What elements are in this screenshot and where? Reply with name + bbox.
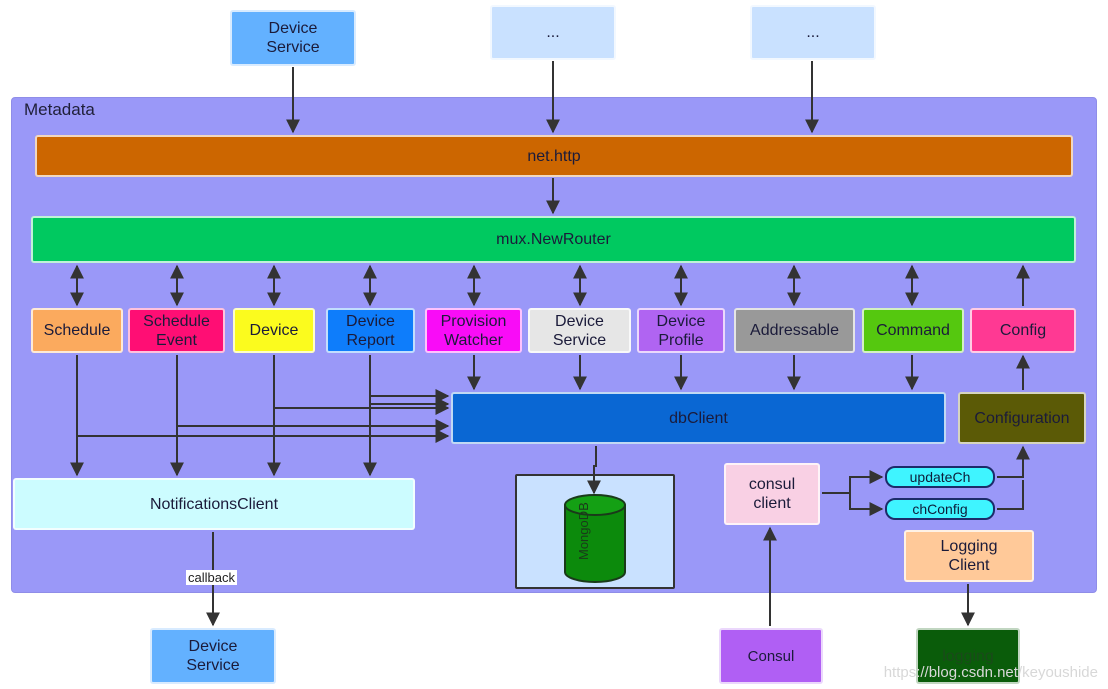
logging-client-box: Logging Client xyxy=(904,530,1034,582)
ch-config-channel: chConfig xyxy=(885,498,995,520)
device-profile-box: Device Profile xyxy=(637,308,725,353)
arrow-ch-config-to-configuration xyxy=(997,480,1024,510)
arrow-consul-client-to-ch-config xyxy=(849,493,884,516)
device-box: Device xyxy=(233,308,315,353)
arrow-db-to-mongodb xyxy=(587,446,601,495)
config-box: Config xyxy=(970,308,1076,353)
watermark: https://blog.csdn.net/keyoushide xyxy=(883,664,1098,681)
schedule-event-box: Schedule Event xyxy=(128,308,225,353)
notifications-client-box: NotificationsClient xyxy=(13,478,415,530)
mongodb-label: MongoDB xyxy=(576,502,591,560)
mongodb-cylinder xyxy=(564,494,626,583)
callback-label: callback xyxy=(186,570,237,585)
consul-box: Consul xyxy=(719,628,823,684)
command-box: Command xyxy=(862,308,964,353)
device-report-box: Device Report xyxy=(326,308,415,353)
device-service-box: Device Service xyxy=(528,308,631,353)
placeholder-box-2: ... xyxy=(750,5,876,60)
arrow-update-ch-to-configuration xyxy=(997,445,1030,478)
arrow-consul-client-to-update-ch xyxy=(822,470,884,494)
provision-watcher-box: Provision Watcher xyxy=(425,308,522,353)
device-service-bottom-box: Device Service xyxy=(150,628,276,684)
addressable-box: Addressable xyxy=(734,308,855,353)
update-ch-channel: updateCh xyxy=(885,466,995,488)
schedule-box: Schedule xyxy=(31,308,123,353)
consul-client-box: consul client xyxy=(724,463,820,525)
db-client-box: dbClient xyxy=(451,392,946,444)
device-service-top-box: Device Service xyxy=(230,10,356,66)
mux-router-bar: mux.NewRouter xyxy=(31,216,1076,263)
configuration-box: Configuration xyxy=(958,392,1086,444)
metadata-title: Metadata xyxy=(24,100,95,119)
net-http-bar: net.http xyxy=(35,135,1073,177)
logging-box: logging xyxy=(916,628,1020,684)
placeholder-box-1: ... xyxy=(490,5,616,60)
